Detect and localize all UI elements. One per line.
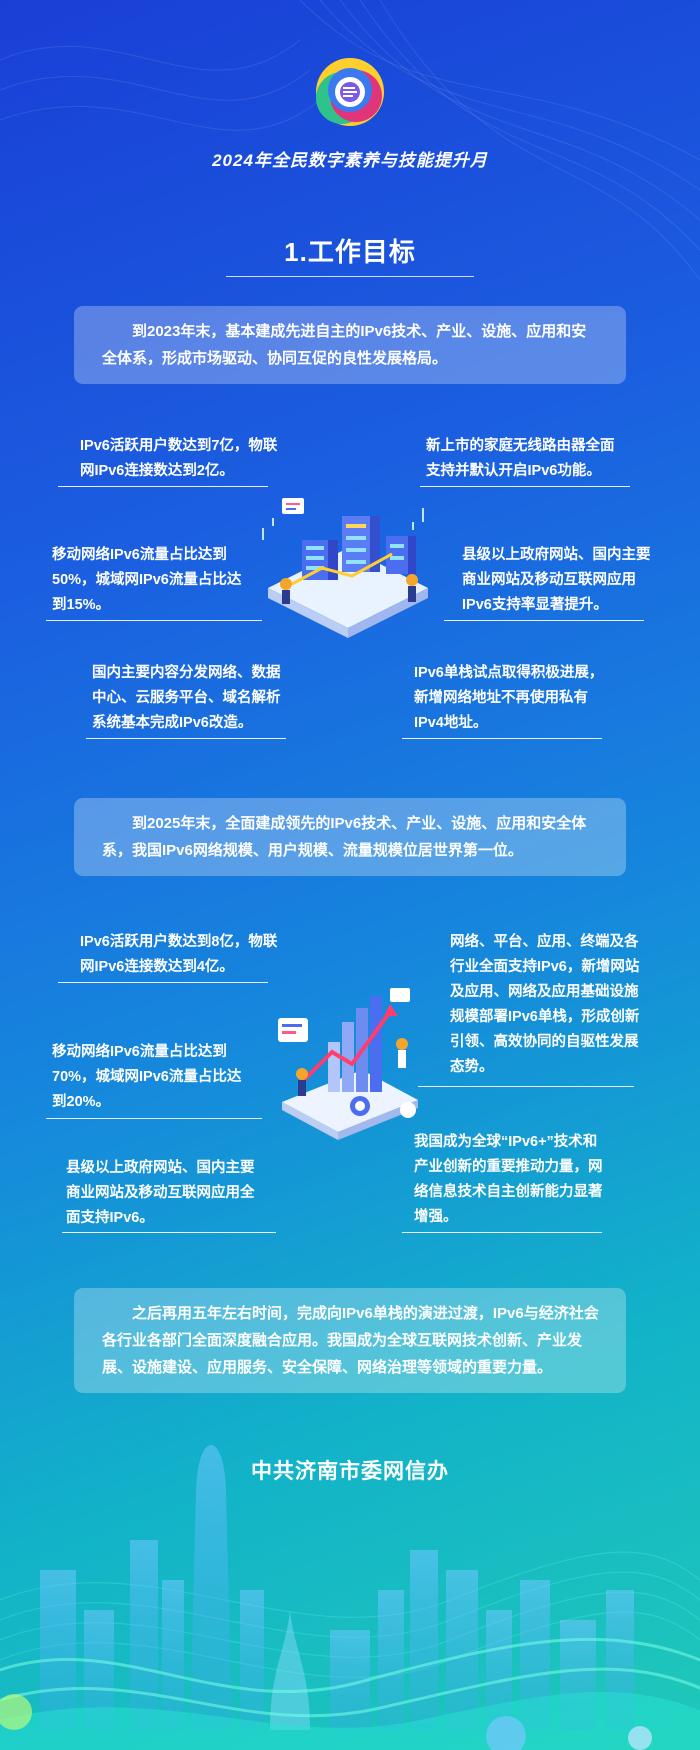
pointer-line	[402, 1232, 602, 1233]
future-summary-text: 之后再用五年左右时间，完成向IPv6单栈的演进过渡，IPv6与经济社会各行业各部…	[102, 1305, 599, 1376]
city-skyline-illustration	[0, 1445, 700, 1750]
future-summary-panel: 之后再用五年左右时间，完成向IPv6单栈的演进过渡，IPv6与经济社会各行业各部…	[74, 1288, 626, 1393]
pointer-line	[418, 1086, 634, 1087]
goal-2023-point-websites: 县级以上政府网站、国内主要商业网站及移动互联网应用IPv6支持率显著提升。	[462, 547, 651, 613]
goal-2025-point-innovation: 我国成为全球“IPv6+”技术和产业创新的重要推动力量，网络信息技术自主创新能力…	[414, 1134, 603, 1225]
goal-2025-point-mobile-traffic: 移动网络IPv6流量占比达到70%，城域网IPv6流量占比达到20%。	[52, 1044, 242, 1110]
goal-2023-point-mobile-traffic: 移动网络IPv6流量占比达到50%，城域网IPv6流量占比达到15%。	[52, 547, 242, 613]
goal-2025-point-websites: 县级以上政府网站、国内主要商业网站及移动互联网应用全面支持IPv6。	[66, 1160, 255, 1226]
pointer-line	[58, 982, 268, 983]
pointer-line	[402, 738, 602, 739]
pointer-line	[46, 620, 262, 621]
pointer-line	[58, 486, 268, 487]
organization-name: 中共济南市委网信办	[251, 1460, 449, 1483]
pointer-line	[86, 738, 286, 739]
section-divider	[226, 276, 474, 277]
goal-2023-point-infrastructure: 国内主要内容分发网络、数据中心、云服务平台、域名解析系统基本完成IPv6改造。	[92, 665, 281, 731]
pointer-line	[46, 1118, 262, 1119]
goal-2025-point-users: IPv6活跃用户数达到8亿，物联网IPv6连接数达到4亿。	[80, 934, 278, 975]
goal-2023-summary-panel: 到2023年末，基本建成先进自主的IPv6技术、产业、设施、应用和安全体系，形成…	[74, 306, 626, 384]
data-center-illustration-icon	[262, 498, 428, 638]
section-title: 1.工作目标	[284, 237, 416, 267]
pointer-line	[62, 1232, 276, 1233]
campaign-title: 2024年全民数字素养与技能提升月	[212, 151, 488, 170]
event-logo-icon	[316, 58, 384, 126]
goal-2025-summary-text: 到2025年末，全面建成领先的IPv6技术、产业、设施、应用和安全体系，我国IP…	[102, 815, 587, 859]
goal-2023-summary-text: 到2023年末，基本建成先进自主的IPv6技术、产业、设施、应用和安全体系，形成…	[102, 323, 587, 367]
goal-2025-point-industry: 网络、平台、应用、终端及各行业全面支持IPv6，新增网站及应用、网络及应用基础设…	[450, 934, 640, 1075]
pointer-line	[444, 620, 644, 621]
goal-2025-summary-panel: 到2025年末，全面建成领先的IPv6技术、产业、设施、应用和安全体系，我国IP…	[74, 798, 626, 876]
goal-2023-point-routers: 新上市的家庭无线路由器全面支持并默认开启IPv6功能。	[426, 438, 615, 479]
goal-2023-point-single-stack: IPv6单栈试点取得积极进展，新增网络地址不再使用私有IPv4地址。	[414, 665, 604, 731]
pointer-line	[420, 486, 630, 487]
goal-2023-point-users: IPv6活跃用户数达到7亿，物联网IPv6连接数达到2亿。	[80, 438, 278, 479]
analytics-illustration-icon	[278, 988, 418, 1140]
